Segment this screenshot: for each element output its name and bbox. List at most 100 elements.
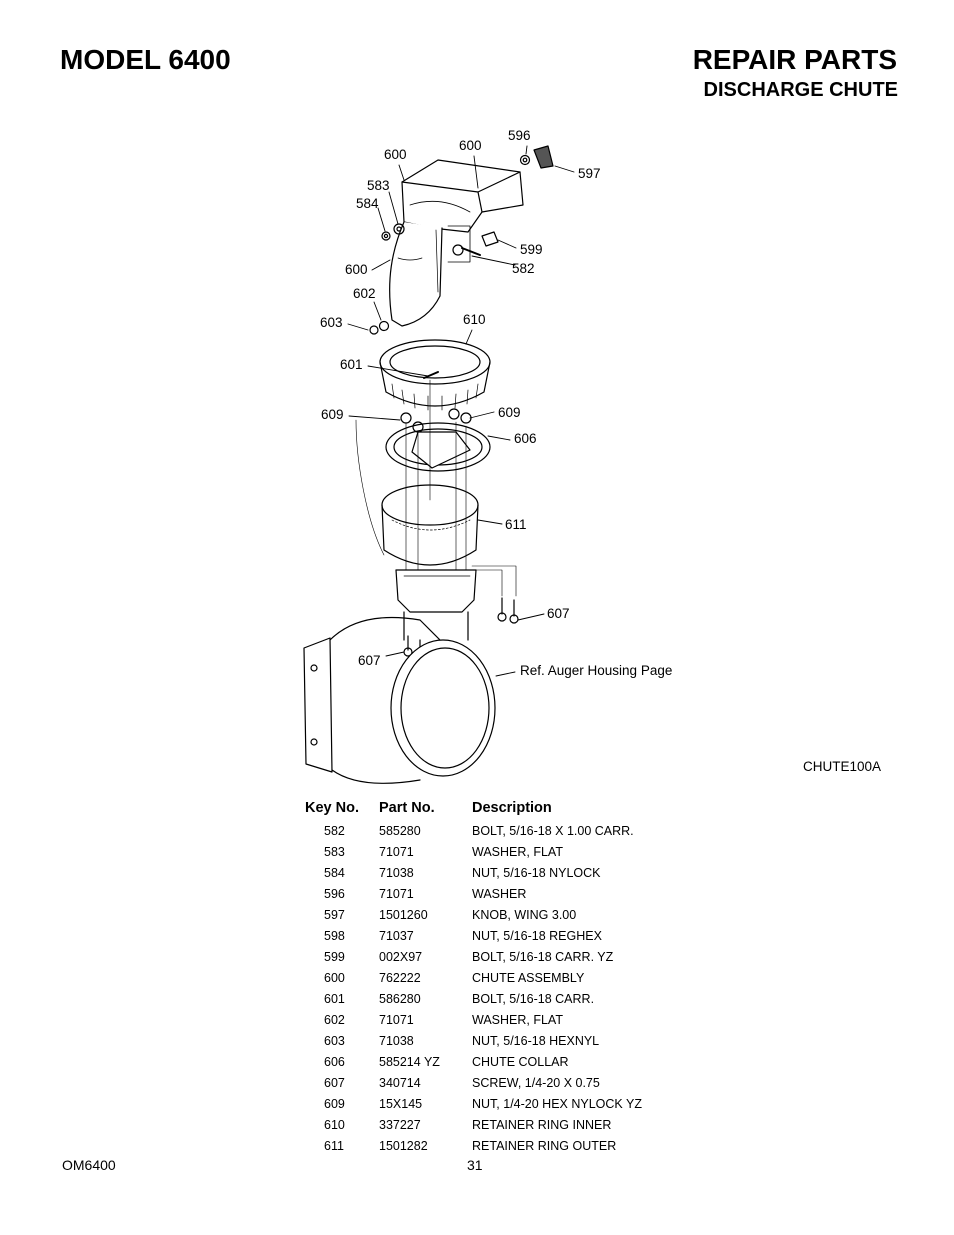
- key-no: 584: [324, 865, 345, 880]
- part-no: 71071: [379, 844, 414, 859]
- key-no: 598: [324, 928, 345, 943]
- key-no: 601: [324, 991, 345, 1006]
- callout-607-right: 607: [547, 606, 570, 621]
- description: NUT, 5/16-18 HEXNYL: [472, 1033, 600, 1048]
- callout-597: 597: [578, 166, 601, 181]
- description: CHUTE ASSEMBLY: [472, 970, 585, 985]
- key-no: 602: [324, 1012, 345, 1027]
- table-header-row: Key No. Part No. Description: [305, 796, 692, 820]
- part-no: 585280: [379, 823, 421, 838]
- table-row: 602 71071 WASHER, FLAT: [305, 1009, 692, 1030]
- key-no: 599: [324, 949, 345, 964]
- callout-596: 596: [508, 128, 531, 143]
- callout-609-left: 609: [321, 407, 344, 422]
- part-no: 71038: [379, 1033, 414, 1048]
- callout-599: 599: [520, 242, 543, 257]
- description: BOLT, 5/16-18 CARR.: [472, 991, 595, 1006]
- description: SCREW, 1/4-20 X 0.75: [472, 1075, 600, 1090]
- table-row: 584 71038 NUT, 5/16-18 NYLOCK: [305, 862, 692, 883]
- chute-adapter-drawing: [395, 569, 477, 641]
- callout-610: 610: [463, 312, 486, 327]
- callout-606: 606: [514, 431, 537, 446]
- auger-housing-drawing: [303, 616, 496, 784]
- callout-609-right: 609: [498, 405, 521, 420]
- part-no: 002X97: [379, 949, 423, 964]
- part-no: 586280: [379, 991, 421, 1006]
- part-no: 337227: [379, 1117, 421, 1132]
- section-title: DISCHARGE CHUTE: [703, 79, 898, 101]
- description: NUT, 1/4-20 HEX NYLOCK YZ: [472, 1096, 642, 1111]
- table-row: 600 762222 CHUTE ASSEMBLY: [305, 967, 692, 988]
- key-no: 610: [324, 1117, 345, 1132]
- description: WASHER, FLAT: [472, 844, 563, 859]
- figure-code: CHUTE100A: [803, 759, 882, 774]
- description: BOLT, 5/16-18 X 1.00 CARR.: [472, 823, 634, 838]
- table-row: 598 71037 NUT, 5/16-18 REGHEX: [305, 925, 692, 946]
- callout-583: 583: [367, 178, 390, 193]
- description: WASHER: [472, 886, 527, 901]
- repair-parts-title: REPAIR PARTS: [692, 44, 897, 75]
- callout-607-left: 607: [358, 653, 381, 668]
- leader-lines: [347, 145, 575, 677]
- table-row: 599 002X97 BOLT, 5/16-18 CARR. YZ: [305, 946, 692, 967]
- part-no: 762222: [379, 970, 421, 985]
- part-no: 15X145: [379, 1096, 423, 1111]
- header-key-no: Key No.: [305, 800, 359, 816]
- part-no: 71038: [379, 865, 414, 880]
- key-no: 606: [324, 1054, 345, 1069]
- callout-602: 602: [353, 286, 376, 301]
- callout-600-body: 600: [345, 262, 368, 277]
- part-no: 1501260: [379, 907, 428, 922]
- description: RETAINER RING OUTER: [472, 1138, 617, 1153]
- description: NUT, 5/16-18 NYLOCK: [472, 865, 601, 880]
- key-no: 597: [324, 907, 345, 922]
- part-no: 71037: [379, 928, 414, 943]
- key-no: 583: [324, 844, 345, 859]
- table-row: 611 1501282 RETAINER RING OUTER: [305, 1135, 692, 1156]
- key-no: 582: [324, 823, 345, 838]
- chute-hood-drawing: [401, 159, 524, 233]
- table-row: 610 337227 RETAINER RING INNER: [305, 1114, 692, 1135]
- description: WASHER, FLAT: [472, 1012, 563, 1027]
- table-row: 606 585214 YZ CHUTE COLLAR: [305, 1051, 692, 1072]
- model-title: MODEL 6400: [60, 44, 231, 75]
- table-row: 583 71071 WASHER, FLAT: [305, 841, 692, 862]
- part-no: 71071: [379, 1012, 414, 1027]
- header-part-no: Part No.: [379, 800, 435, 816]
- description: RETAINER RING INNER: [472, 1117, 612, 1132]
- description: NUT, 5/16-18 REGHEX: [472, 928, 602, 943]
- key-no: 611: [324, 1138, 344, 1153]
- chute-body-drawing: [389, 221, 471, 327]
- chute-collar-drawing: [385, 422, 491, 472]
- key-no: 600: [324, 970, 345, 985]
- table-row: 601 586280 BOLT, 5/16-18 CARR.: [305, 988, 692, 1009]
- callout-601: 601: [340, 357, 363, 372]
- retainer-ring-inner-drawing: [379, 339, 491, 411]
- callout-582: 582: [512, 261, 535, 276]
- key-no: 603: [324, 1033, 345, 1048]
- part-no: 1501282: [379, 1138, 428, 1153]
- table-row: 597 1501260 KNOB, WING 3.00: [305, 904, 692, 925]
- table-row: 607 340714 SCREW, 1/4-20 X 0.75: [305, 1072, 692, 1093]
- callout-600-top: 600: [384, 147, 407, 162]
- manual-number: OM6400: [62, 1157, 116, 1173]
- description: BOLT, 5/16-18 CARR. YZ: [472, 949, 614, 964]
- callout-611: 611: [505, 517, 527, 532]
- description: KNOB, WING 3.00: [472, 907, 577, 922]
- key-no: 607: [324, 1075, 345, 1090]
- callout-603: 603: [320, 315, 343, 330]
- table-row: 596 71071 WASHER: [305, 883, 692, 904]
- callout-600-hood: 600: [459, 138, 482, 153]
- part-no: 71071: [379, 886, 414, 901]
- part-no: 585214 YZ: [379, 1054, 440, 1069]
- description: CHUTE COLLAR: [472, 1054, 569, 1069]
- callout-ref-auger-housing: Ref. Auger Housing Page: [520, 663, 672, 678]
- exploded-parts-diagram: 600 600 596 597 583 584 599 582 600 602 …: [303, 128, 672, 784]
- table-row: 582 585280 BOLT, 5/16-18 X 1.00 CARR.: [305, 820, 692, 841]
- callout-584: 584: [356, 196, 379, 211]
- key-no: 596: [324, 886, 345, 901]
- header-description: Description: [472, 800, 552, 816]
- part-no: 340714: [379, 1075, 421, 1090]
